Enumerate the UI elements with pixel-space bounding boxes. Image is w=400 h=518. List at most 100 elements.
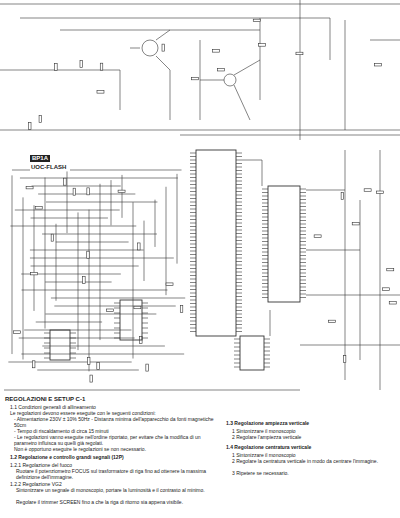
- wire: [262, 213, 268, 214]
- wire: [130, 48, 140, 49]
- wire: [300, 262, 306, 263]
- wire: [54, 306, 175, 307]
- resistor-symbol: [253, 19, 260, 22]
- resistor-symbol: [83, 277, 86, 284]
- wire: [300, 220, 306, 221]
- wire: [236, 247, 242, 248]
- wire: [300, 224, 306, 225]
- wire: [190, 324, 196, 325]
- wire: [190, 251, 196, 252]
- section-heading: 1.4 Regolazione centratura verticale: [226, 444, 394, 450]
- wire: [236, 198, 242, 199]
- wire: [300, 199, 306, 200]
- wire: [156, 56, 170, 70]
- resistor-symbol: [35, 207, 42, 210]
- wire: [190, 153, 196, 154]
- wire: [190, 268, 196, 269]
- wire: [236, 324, 242, 325]
- wire: [236, 296, 242, 297]
- wire: [236, 328, 242, 329]
- wire: [236, 303, 242, 304]
- wire: [114, 313, 120, 314]
- wire: [190, 244, 196, 245]
- wire: [300, 255, 306, 256]
- resistor-symbol: [352, 222, 359, 225]
- wire: [264, 347, 270, 348]
- wire: [236, 268, 242, 269]
- wire: [236, 216, 242, 217]
- wire: [300, 0, 301, 140]
- wire: [345, 150, 346, 380]
- resistor-symbol: [383, 288, 390, 291]
- wire: [300, 280, 306, 281]
- wire: [190, 300, 196, 301]
- note-text: 2 Regolare la centratura verticale in mo…: [232, 458, 392, 464]
- wire: [330, 18, 331, 60]
- wire: [190, 293, 196, 294]
- wire: [300, 231, 306, 232]
- wire: [36, 322, 102, 323]
- wire: [236, 251, 242, 252]
- wire: [236, 265, 242, 266]
- wire: [300, 189, 306, 190]
- wire: [37, 370, 139, 371]
- resistor-symbol: [13, 331, 20, 334]
- wire: [67, 171, 68, 233]
- resistor-symbol: [329, 320, 336, 323]
- wire: [300, 210, 306, 211]
- wire: [44, 333, 50, 334]
- wire: [190, 230, 196, 231]
- wire: [114, 328, 120, 329]
- wire: [300, 206, 306, 207]
- wire: [142, 333, 148, 334]
- wire: [236, 202, 242, 203]
- resistor-symbol: [180, 305, 183, 312]
- wire: [45, 282, 111, 283]
- wire: [262, 248, 268, 249]
- wire: [300, 283, 306, 284]
- wire: [236, 195, 242, 196]
- ic-body: [240, 336, 264, 370]
- resistor-symbol: [87, 357, 90, 364]
- wire: [177, 174, 178, 264]
- wire: [4, 390, 300, 391]
- wire: [190, 212, 196, 213]
- wire: [42, 234, 157, 235]
- note-text: 3 Ripetere se necessario.: [232, 470, 392, 476]
- wire: [236, 258, 242, 259]
- wire: [142, 328, 148, 329]
- wire: [234, 339, 240, 340]
- wire: [190, 279, 196, 280]
- wire: [34, 205, 35, 311]
- wire: [300, 259, 306, 260]
- wire: [60, 30, 260, 31]
- wire: [190, 282, 196, 283]
- wire: [89, 210, 90, 372]
- wire: [44, 338, 50, 339]
- wire: [190, 307, 196, 308]
- wire: [190, 167, 196, 168]
- wire: [200, 80, 224, 81]
- wire: [236, 286, 242, 287]
- wire: [236, 223, 242, 224]
- wire: [44, 343, 50, 344]
- wire: [236, 321, 242, 322]
- wire: [236, 240, 242, 241]
- resistor-symbol: [162, 44, 165, 51]
- wire: [262, 245, 268, 246]
- resistor-symbol: [376, 191, 383, 194]
- note-text: Non è opportuno eseguire le regolazioni …: [14, 446, 214, 452]
- resistor-symbol: [106, 309, 113, 312]
- wire: [300, 269, 306, 270]
- wire: [45, 178, 46, 329]
- wire: [190, 321, 196, 322]
- wire: [300, 252, 306, 253]
- wire: [142, 338, 148, 339]
- resistor-symbol: [212, 50, 219, 53]
- resistor-symbol: [55, 63, 58, 70]
- wire: [51, 298, 185, 299]
- wire: [300, 241, 306, 242]
- wire: [264, 339, 270, 340]
- wire: [114, 303, 120, 304]
- wire: [114, 338, 120, 339]
